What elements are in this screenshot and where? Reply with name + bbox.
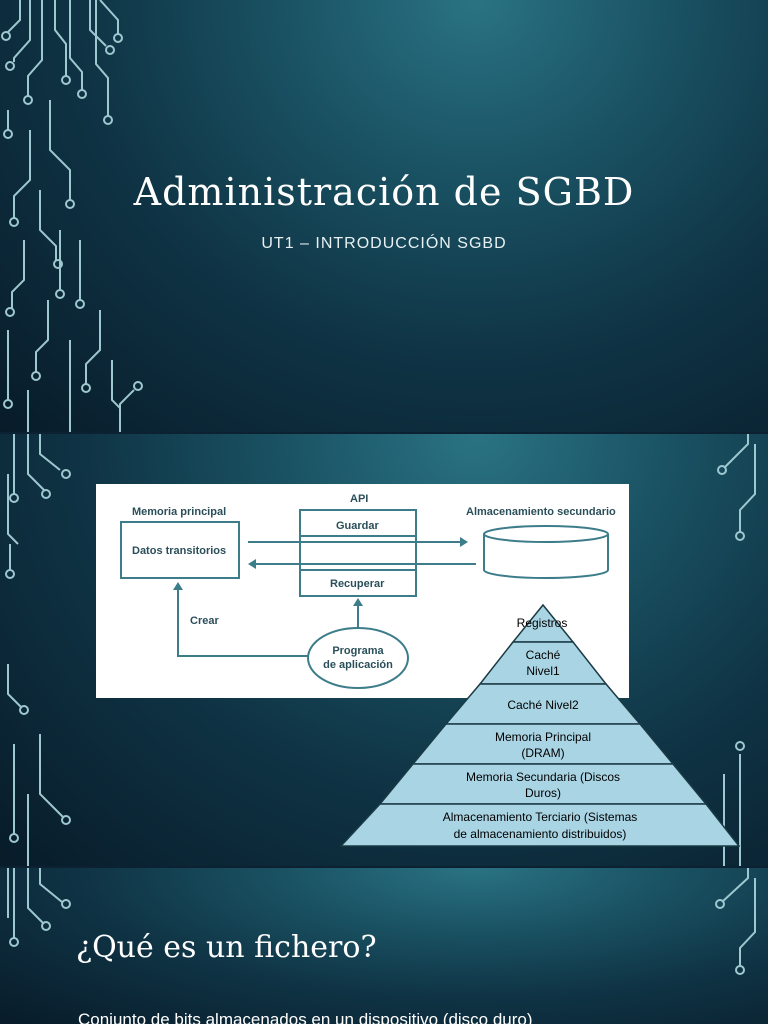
datos-transitorios-box	[120, 521, 240, 579]
almacenamiento-secundario-label: Almacenamiento secundario	[466, 506, 616, 518]
pyramid-label-cache1-b: Nivel1	[526, 664, 560, 678]
pyramid-label-terciario-a: Almacenamiento Terciario (Sistemas	[443, 810, 638, 824]
circuit-decoration-2	[5, 434, 756, 866]
pyramid-label-memoria-b: (DRAM)	[521, 746, 564, 760]
memory-hierarchy-pyramid: Registros Caché Nivel1 Caché Nivel2 Memo…	[340, 603, 740, 847]
pyramid-label-registros: Registros	[517, 616, 568, 630]
slide-subtitle: UT1 – INTRODUCCIÓN SGBD	[261, 235, 507, 252]
slide-diagram: Memoria principal Datos transitorios API…	[0, 434, 768, 866]
memoria-principal-label: Memoria principal	[132, 506, 226, 518]
storage-cylinder	[483, 534, 609, 579]
recuperar-label: Recuperar	[330, 578, 385, 590]
api-box	[299, 509, 417, 597]
slide-title-text: Administración de SGBD	[133, 170, 635, 214]
slide-fichero: ¿Qué es un fichero? Conjunto de bits alm…	[0, 868, 768, 1024]
database-architecture-diagram: Memoria principal Datos transitorios API…	[96, 484, 629, 698]
datos-transitorios-label: Datos transitorios	[132, 545, 226, 557]
slide-fichero-title: ¿Qué es un fichero?	[76, 930, 377, 965]
crear-label: Crear	[190, 615, 219, 627]
circuit-decoration	[1, 0, 143, 432]
programa-ellipse	[307, 627, 409, 689]
pyramid-label-memoria-a: Memoria Principal	[495, 730, 591, 744]
pyramid-label-secundaria-b: Duros)	[525, 786, 561, 800]
pyramid-label-cache2: Caché Nivel2	[507, 698, 579, 712]
pyramid-label-terciario-b: de almacenamiento distribuidos)	[454, 827, 627, 841]
programa-label-2: de aplicación	[323, 659, 393, 671]
slide-fichero-text: Conjunto de bits almacenados en un dispo…	[78, 1010, 533, 1024]
pyramid-level-6	[340, 803, 740, 847]
programa-label-1: Programa	[332, 645, 384, 657]
pyramid-label-cache1-a: Caché	[526, 648, 561, 662]
api-label: API	[350, 493, 368, 505]
pyramid-label-secundaria-a: Memoria Secundaria (Discos	[466, 770, 620, 784]
circuit-decoration-3	[7, 868, 756, 975]
slide-title: Administración de SGBD UT1 – INTRODUCCIÓ…	[0, 0, 768, 432]
guardar-label: Guardar	[336, 520, 380, 532]
